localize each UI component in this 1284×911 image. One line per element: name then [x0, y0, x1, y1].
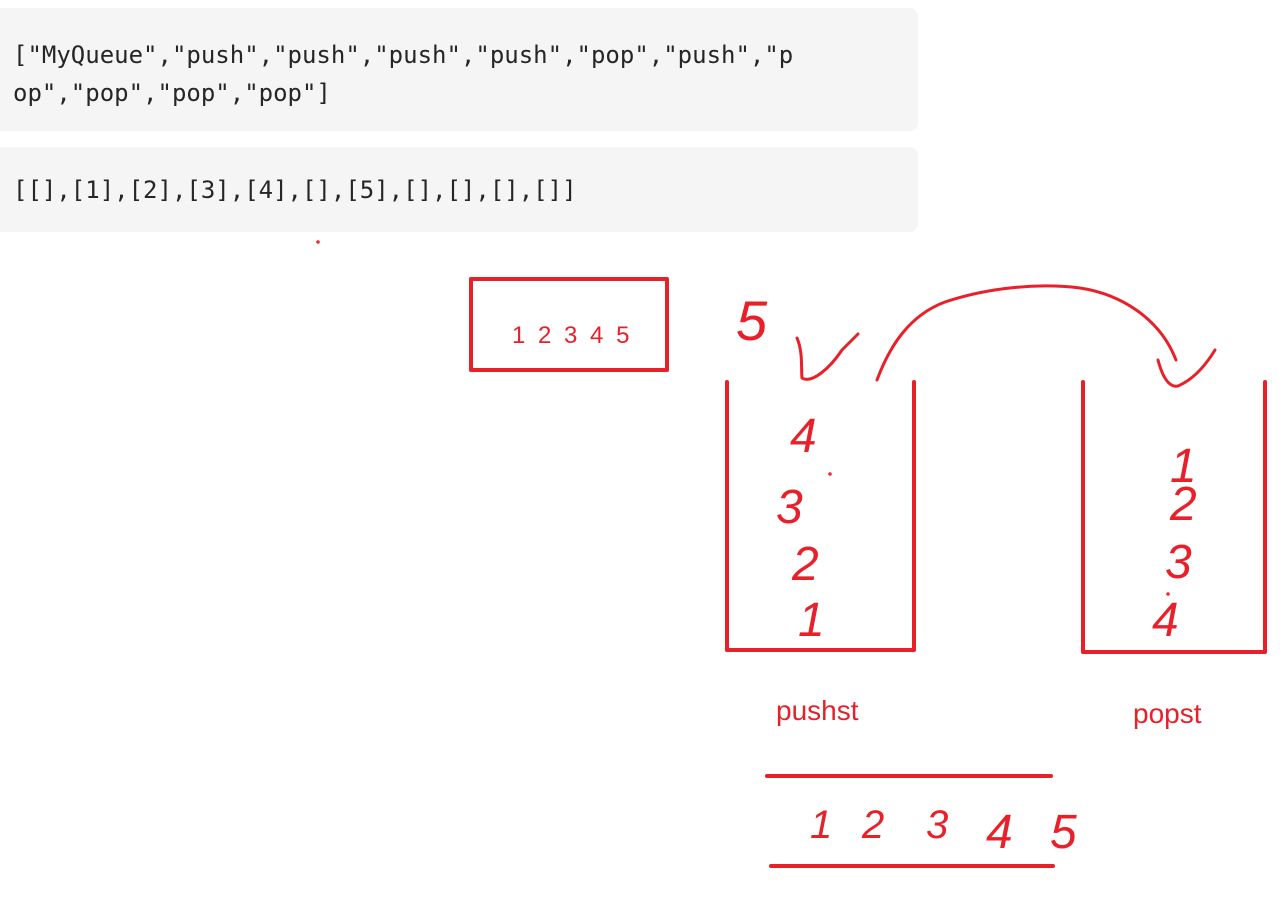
output-item: 5	[1050, 806, 1077, 859]
output-item: 4	[986, 806, 1013, 859]
pushst-item: 1	[798, 594, 825, 647]
incoming-value: 5	[736, 289, 768, 352]
transfer-arrow-icon	[875, 284, 1178, 382]
popst-label: popst	[1133, 698, 1202, 729]
arguments-code-block: [[],[1],[2],[3],[4],[],[5],[],[],[],[]]	[0, 147, 918, 232]
pushst-container	[725, 380, 916, 652]
popst-container	[1081, 380, 1267, 654]
pushst-item: 3	[776, 481, 803, 534]
popst-item: 3	[1165, 536, 1192, 589]
popst-item: 1	[1170, 440, 1197, 493]
popst-item: 2	[1169, 478, 1197, 531]
popst-item: 4	[1152, 594, 1179, 647]
input-box-text: 1 2 3 4 5	[512, 322, 632, 349]
push-arrow-icon	[795, 332, 860, 381]
popst-arrow-icon	[1156, 348, 1217, 388]
code-line: [[],[1],[2],[3],[4],[],[5],[],[],[],[]]	[13, 176, 577, 204]
pushst-label: pushst	[776, 695, 859, 726]
input-box	[469, 277, 669, 372]
code-line: ["MyQueue","push","push","push","push","…	[13, 41, 794, 69]
output-item: 3	[926, 803, 948, 847]
output-item: 1	[810, 803, 832, 847]
pushst-item: 4	[790, 410, 817, 463]
output-item: 2	[861, 803, 884, 847]
pushst-item: 2	[791, 538, 819, 591]
code-line: op","pop","pop","pop"]	[13, 79, 331, 107]
operations-code-block: ["MyQueue","push","push","push","push","…	[0, 8, 918, 131]
